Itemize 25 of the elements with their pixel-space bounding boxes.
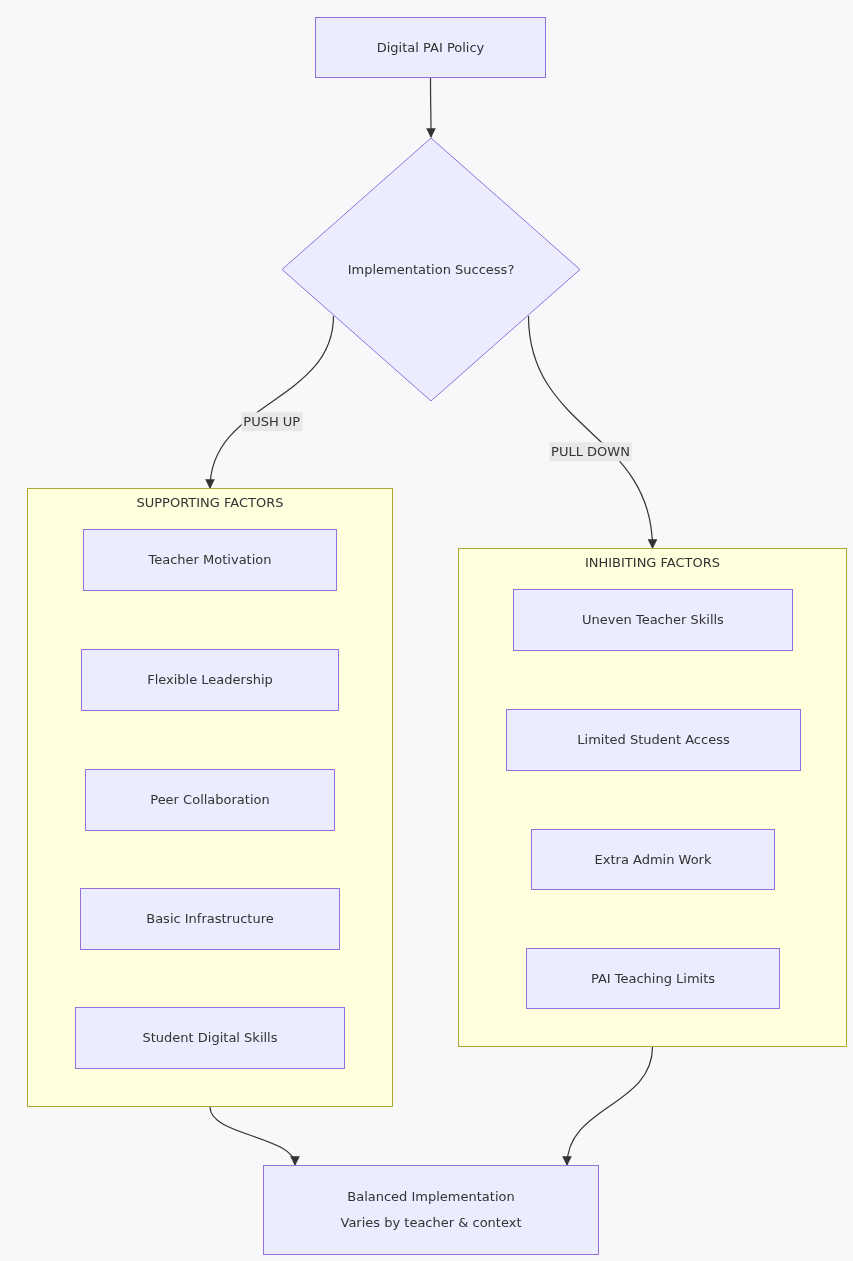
group-title: SUPPORTING FACTORS xyxy=(135,494,285,512)
process-box: PAI Teaching Limits xyxy=(526,948,780,1009)
arrow xyxy=(563,1046,654,1166)
diamond-label: Implementation Success? xyxy=(347,260,515,279)
process-box: Uneven Teacher Skills xyxy=(513,589,793,651)
arrow xyxy=(527,315,657,549)
edge-label: PUSH UP xyxy=(241,412,303,432)
process-box xyxy=(263,1165,599,1255)
edge-label: PULL DOWN xyxy=(549,442,632,462)
process-box: Extra Admin Work xyxy=(531,829,775,890)
group-panel xyxy=(27,488,393,1107)
group-panel xyxy=(458,548,847,1047)
arrow xyxy=(426,77,436,138)
process-box: Student Digital Skills xyxy=(75,1007,345,1069)
process-box: Limited Student Access xyxy=(506,709,801,771)
group-title: INHIBITING FACTORS xyxy=(583,554,722,572)
box-text: Balanced Implementation xyxy=(347,1188,515,1206)
process-box: Teacher Motivation xyxy=(83,529,337,591)
process-box: Digital PAI Policy xyxy=(315,17,546,78)
arrow xyxy=(209,1106,298,1166)
process-box: Basic Infrastructure xyxy=(80,888,340,950)
process-box: Flexible Leadership xyxy=(81,649,339,711)
process-box: Peer Collaboration xyxy=(85,769,335,831)
box-text: Varies by teacher & context xyxy=(340,1214,522,1232)
arrow xyxy=(206,315,335,489)
